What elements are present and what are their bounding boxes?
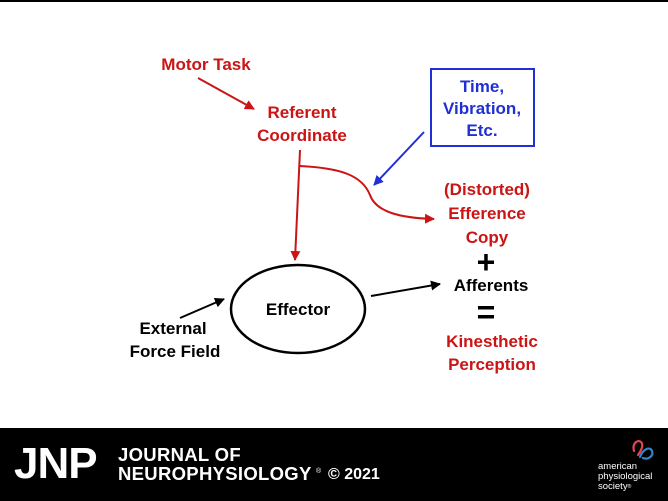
time-vibration-arrow: [373, 131, 425, 186]
journal-name-line1: JOURNAL OF: [118, 444, 241, 465]
efference-label: Efference: [448, 204, 525, 223]
plus-sign: +: [477, 244, 496, 280]
effector-ellipse: [229, 263, 367, 355]
effector-label: Effector: [266, 300, 331, 319]
journal-footer: JNP JOURNAL OF NEUROPHYSIOLOGY ® © 2021 …: [0, 428, 668, 501]
top-rule: [0, 0, 668, 2]
effector-to-afferents-arrow: [370, 280, 441, 297]
aps-line2: physiological: [598, 471, 653, 482]
time-vibration-box: [430, 68, 535, 147]
vibration-label: Vibration,: [443, 99, 521, 118]
referent-to-effector-arrow: [290, 149, 301, 261]
journal-trademark: ®: [316, 468, 322, 475]
referent-coordinate-label-line2: Coordinate: [257, 126, 347, 145]
afferents-label: Afferents: [454, 276, 529, 295]
perception-label: Perception: [448, 355, 536, 374]
aps-trademark: ®: [627, 484, 632, 490]
motor-task-arrow: [197, 77, 255, 110]
time-label: Time,: [460, 77, 504, 96]
external-force-arrow: [179, 297, 225, 319]
kinesthetic-perception-diagram: Motor Task Referent Coordinate Time, Vib…: [130, 55, 538, 374]
external-label: External: [139, 319, 206, 338]
etc-label: Etc.: [466, 121, 497, 140]
force-field-label: Force Field: [130, 342, 221, 361]
equals-sign: =: [477, 294, 496, 330]
aps-line1: american: [598, 461, 638, 472]
kinesthetic-label: Kinesthetic: [446, 332, 538, 351]
aps-logo-icon: [632, 440, 654, 460]
aps-line3-text: society: [598, 481, 628, 492]
aps-line3: society®: [598, 482, 652, 492]
efference-copy-curve: [299, 165, 435, 224]
motor-task-label: Motor Task: [161, 55, 251, 74]
copy-label: Copy: [466, 228, 509, 247]
journal-name-line2: NEUROPHYSIOLOGY: [118, 463, 312, 484]
referent-coordinate-label-line1: Referent: [268, 103, 337, 122]
jnp-logo: JNP: [14, 439, 98, 488]
distorted-label: (Distorted): [444, 180, 530, 199]
aps-society-name: american physiological society®: [598, 462, 652, 492]
copyright-notice: © 2021: [328, 466, 380, 483]
